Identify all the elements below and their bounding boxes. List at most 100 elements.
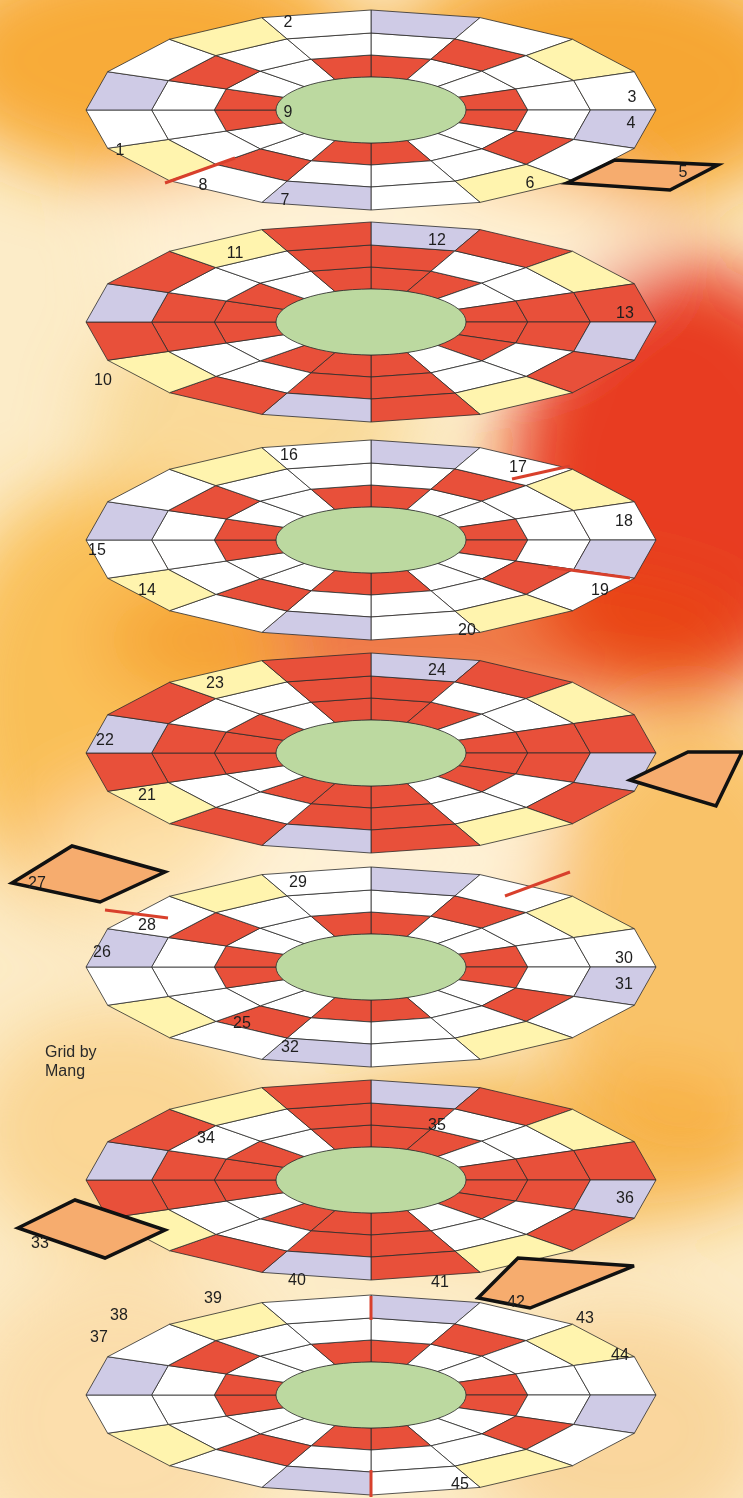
clue-number: 40: [288, 1271, 306, 1289]
clue-number: 5: [679, 163, 688, 181]
clue-number: 11: [227, 244, 244, 262]
clue-number: 32: [281, 1038, 299, 1056]
clue-number: 19: [591, 581, 609, 599]
clue-number: 29: [289, 873, 307, 891]
grid-cell: [262, 1080, 371, 1109]
grid-cell: [86, 1395, 168, 1433]
center-ellipse: [276, 934, 466, 1000]
grid-cell: [371, 1466, 480, 1495]
clue-number: 16: [280, 446, 298, 464]
red-bar: [505, 872, 570, 896]
grid-cell: [262, 653, 371, 682]
clue-number: 33: [31, 1234, 49, 1252]
clue-number: 7: [281, 191, 290, 209]
grid-cell: [371, 181, 480, 210]
clue-number: 34: [197, 1129, 215, 1147]
clue-number: 4: [627, 114, 636, 132]
clue-number: 30: [615, 949, 633, 967]
clue-number: 13: [616, 304, 634, 322]
orange-cell: [12, 846, 165, 902]
credit-text: Grid by Mang: [45, 1042, 119, 1080]
clue-number: 44: [611, 1346, 629, 1364]
clue-number: 8: [199, 176, 208, 194]
grid-cell: [526, 1324, 634, 1365]
grid-cell: [262, 10, 371, 39]
clue-number: 37: [90, 1328, 108, 1346]
clue-number: 2: [284, 13, 293, 31]
grid-cell: [86, 753, 168, 791]
clue-number: 12: [428, 231, 446, 249]
grid-cell: [574, 284, 656, 322]
red-bar: [548, 567, 630, 578]
orange-cells: [12, 160, 742, 1308]
center-ellipse: [276, 1362, 466, 1428]
grid-cell: [108, 139, 216, 180]
grid-disc: [86, 653, 656, 853]
clue-number: 18: [615, 512, 633, 530]
grid-disc: [86, 222, 656, 422]
grid-disc: [86, 440, 656, 640]
clue-number: 39: [204, 1289, 222, 1307]
clue-number: 21: [138, 786, 156, 804]
grid-cell: [371, 393, 480, 422]
clue-number: 6: [526, 174, 535, 192]
grid-cell: [574, 929, 656, 967]
center-ellipse: [276, 720, 466, 786]
clue-number: 22: [96, 731, 114, 749]
clue-number: 14: [138, 581, 156, 599]
red-bar: [370, 1470, 373, 1497]
grid-cell: [86, 110, 168, 148]
center-ellipse: [276, 77, 466, 143]
grid-cell: [371, 611, 480, 640]
grid-cell: [86, 967, 168, 1005]
grid-cell: [262, 222, 371, 251]
clue-number: 1: [116, 141, 125, 159]
clue-number: 38: [110, 1306, 128, 1324]
clue-number: 20: [458, 621, 476, 639]
flame-blob: [120, 140, 640, 360]
center-ellipse: [276, 507, 466, 573]
orange-cell: [478, 1258, 634, 1308]
grid-cell: [262, 440, 371, 469]
grid-cell: [371, 824, 480, 853]
clue-number: 3: [628, 88, 637, 106]
red-bar: [370, 1296, 373, 1320]
clue-number: 27: [28, 874, 46, 892]
red-bar: [105, 910, 168, 918]
grid-disc: [86, 1295, 656, 1495]
grid-cell: [262, 867, 371, 896]
grid-cell: [371, 1038, 480, 1067]
grid-cell: [262, 1295, 371, 1324]
clue-number: 25: [233, 1014, 251, 1032]
grid-cell: [86, 540, 168, 578]
grid-cell: [86, 322, 168, 360]
clue-number: 41: [431, 1273, 449, 1291]
clue-number: 43: [576, 1309, 594, 1327]
clue-number: 31: [615, 975, 633, 993]
orange-cell: [18, 1200, 165, 1258]
center-ellipse: [276, 289, 466, 355]
orange-cell: [630, 752, 742, 806]
center-ellipse: [276, 1147, 466, 1213]
grid-cell: [574, 1142, 656, 1180]
clue-number: 24: [428, 661, 446, 679]
clue-number: 35: [428, 1116, 446, 1134]
grid-cell: [574, 502, 656, 540]
clue-number: 36: [616, 1189, 634, 1207]
grid-disc: [86, 1080, 656, 1280]
grid-cell: [371, 1251, 480, 1280]
clue-number: 28: [138, 916, 156, 934]
clue-number: 42: [507, 1293, 525, 1311]
clue-number: 17: [509, 458, 527, 476]
clue-number: 10: [94, 371, 112, 389]
clue-number: 23: [206, 674, 224, 692]
clue-number: 9: [284, 103, 293, 121]
grid-disc: [86, 867, 656, 1067]
clue-number: 45: [451, 1475, 469, 1493]
clue-number: 15: [88, 541, 106, 559]
orange-cell: [567, 160, 718, 190]
grid-cell: [574, 715, 656, 753]
